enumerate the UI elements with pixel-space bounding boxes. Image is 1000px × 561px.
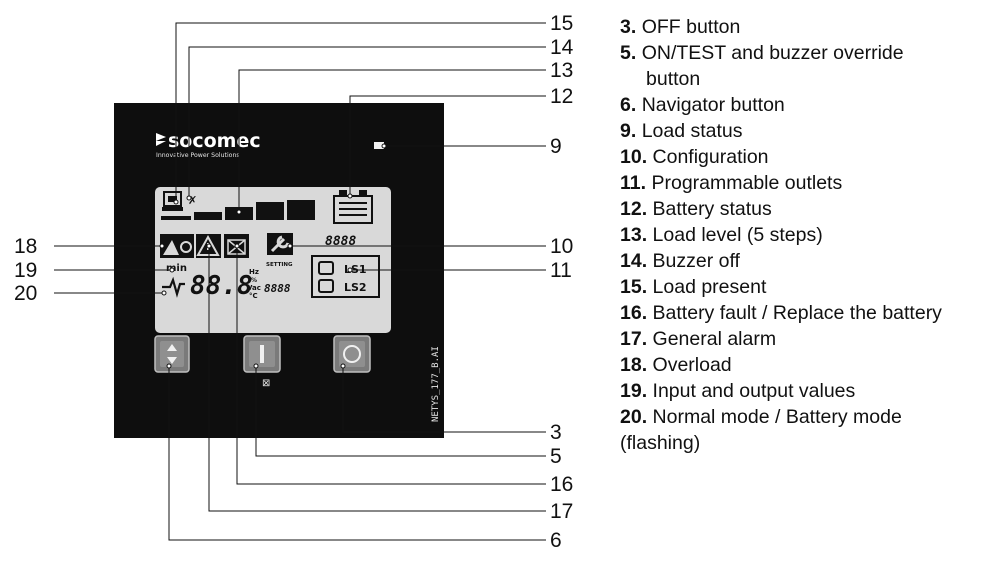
callout-11: 11 [550, 259, 572, 282]
unit-percent: % [251, 277, 257, 284]
callout-6: 6 [550, 529, 562, 552]
brand-name: socomec [168, 130, 261, 152]
load-status-led [374, 142, 384, 149]
legend-item: 3. OFF button [620, 14, 995, 40]
legend-number: 17. [620, 328, 648, 350]
callout-18: 18 [14, 235, 37, 258]
callout-19: 19 [14, 259, 37, 282]
ups-panel-diagram: socomec Innovative Power Solutions ✗ 888… [14, 12, 574, 552]
callout-16: 16 [550, 473, 573, 496]
legend-item: 11. Programmable outlets [620, 170, 995, 196]
legend-list: 3. OFF button 5. ON/TEST and buzzer over… [620, 14, 995, 456]
legend-number: 9. [620, 120, 637, 142]
legend-text: Load present [652, 276, 767, 298]
setting-label: SETTING [266, 262, 293, 268]
battery-segment-digits: 8888 [325, 234, 356, 249]
legend-item: 10. Configuration [620, 144, 995, 170]
legend-number: 12. [620, 198, 648, 220]
brand-logo: socomec Innovative Power Solutions [156, 130, 261, 159]
legend-item: 17. General alarm [620, 326, 995, 352]
legend-number: 6. [620, 94, 637, 116]
legend-number: 16. [620, 302, 648, 324]
legend-item: 18. Overload [620, 352, 995, 378]
legend-text-continued: button [646, 68, 701, 90]
callout-20: 20 [14, 282, 37, 305]
leader-dots [159, 143, 387, 369]
legend-text: Buzzer off [652, 250, 740, 272]
leader-lines [54, 22, 546, 541]
legend-item: 9. Load status [620, 118, 995, 144]
legend-text: Battery status [652, 198, 772, 220]
configuration-wrench-icon [267, 233, 293, 255]
drawing-reference: NETYS_177_B.AI [431, 346, 441, 422]
legend-item: 13. Load level (5 steps) [620, 222, 995, 248]
callout-13: 13 [550, 59, 573, 82]
legend-text-continued: (flashing) [620, 432, 701, 454]
legend-text: Input and output values [652, 380, 856, 402]
legend-text: Battery fault / Replace the battery [652, 302, 942, 324]
unit-celsius: °C [249, 292, 258, 300]
load-present-icon [162, 191, 183, 211]
on-test-button[interactable] [243, 335, 281, 373]
legend-number: 19. [620, 380, 648, 402]
legend-number: 14. [620, 250, 648, 272]
legend-item: 5. ON/TEST and buzzer override button [620, 40, 995, 92]
small-value-digits: 8888 [264, 282, 291, 295]
overload-icon [160, 234, 194, 258]
legend-item-continued: (flashing) [620, 430, 995, 456]
legend-item: 19. Input and output values [620, 378, 995, 404]
legend-number: 10. [620, 146, 648, 168]
legend-text: Normal mode / Battery mode [652, 406, 902, 428]
callout-12: 12 [550, 85, 573, 108]
buzzer-override-icon: ⊠ [262, 378, 270, 389]
legend-text: Navigator button [641, 94, 785, 116]
outlet-ls2-label: LS2 [344, 281, 367, 294]
legend-item: 16. Battery fault / Replace the battery [620, 300, 995, 326]
brand-tagline: Innovative Power Solutions [156, 152, 240, 159]
battery-status-icon [333, 190, 373, 224]
legend-text: ON/TEST and buzzer override [641, 42, 904, 64]
legend-text: General alarm [652, 328, 777, 350]
legend-number: 3. [620, 16, 637, 38]
legend-text: Load status [641, 120, 743, 142]
main-value-digits: 88.8 [190, 271, 253, 301]
callout-15: 15 [550, 12, 573, 35]
callout-5: 5 [550, 445, 562, 468]
unit-vac: Vac [247, 284, 261, 292]
callout-14: 14 [550, 36, 574, 59]
legend-item: 14. Buzzer off [620, 248, 995, 274]
off-button[interactable] [333, 335, 371, 373]
callout-17: 17 [550, 500, 573, 523]
legend-item: 12. Battery status [620, 196, 995, 222]
legend-number: 11. [620, 172, 647, 194]
legend-text: Programmable outlets [651, 172, 843, 194]
legend-number: 18. [620, 354, 648, 376]
normal-battery-mode-icon [162, 276, 185, 298]
navigator-button[interactable] [154, 335, 190, 373]
callout-9: 9 [550, 135, 562, 158]
legend-text: Configuration [652, 146, 769, 168]
legend-item: 20. Normal mode / Battery mode [620, 404, 995, 430]
legend-number: 13. [620, 224, 648, 246]
legend-number: 5. [620, 42, 637, 64]
min-label: min [166, 263, 187, 274]
callout-3: 3 [550, 421, 562, 444]
legend-text: OFF button [641, 16, 741, 38]
legend-item: 15. Load present [620, 274, 995, 300]
callout-10: 10 [550, 235, 573, 258]
legend-number: 15. [620, 276, 648, 298]
legend-text: Overload [652, 354, 732, 376]
unit-hz: Hz [249, 268, 259, 276]
legend-number: 20. [620, 406, 648, 428]
legend-text: Load level (5 steps) [652, 224, 823, 246]
legend-item: 6. Navigator button [620, 92, 995, 118]
buzzer-off-icon: ✗ [188, 194, 197, 207]
